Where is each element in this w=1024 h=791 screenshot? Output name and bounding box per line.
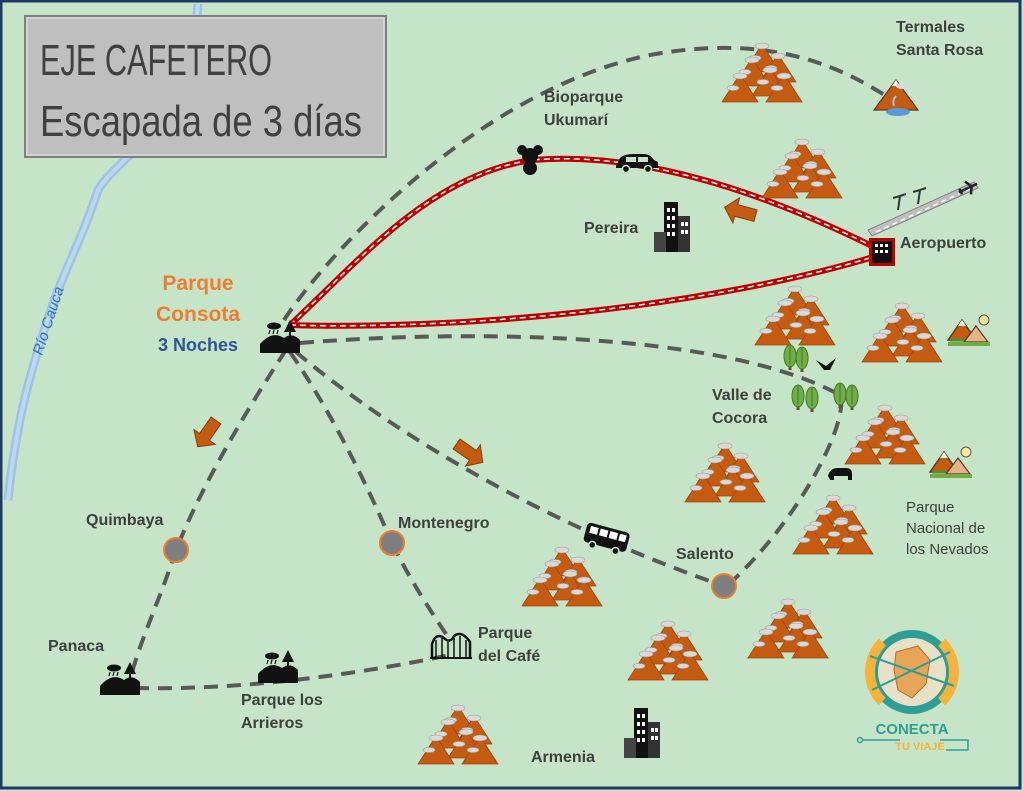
cafe-line1: Parque <box>478 625 532 642</box>
car-icon <box>616 154 658 174</box>
termales-line2: Santa Rosa <box>896 42 983 59</box>
route-consota-montenegro <box>288 350 394 544</box>
plane-icon <box>958 180 978 195</box>
bus-icon <box>583 522 630 556</box>
stop-quimbaya <box>163 537 189 563</box>
bear-icon <box>828 468 852 480</box>
valle-line1: Valle de <box>712 387 772 404</box>
route-consota-salento <box>299 334 844 587</box>
armenia-label: Armenia <box>531 749 595 766</box>
title-line1: EJE CAFETERO <box>40 36 272 85</box>
bioparque-line1: Bioparque <box>544 89 623 106</box>
stop-montenegro <box>379 530 405 556</box>
base-name-line1: Parque <box>162 272 233 295</box>
stop-markers <box>163 530 737 599</box>
title-line2: Escapada de 3 días <box>40 97 362 146</box>
arrow-icon <box>723 196 758 225</box>
route-consota-salento-lower <box>294 350 725 588</box>
bird-icon <box>816 358 836 370</box>
pereira-label: Pereira <box>584 220 638 237</box>
base-label: Parque Consota 3 Noches <box>156 272 240 355</box>
airport-terminal-icon <box>869 238 895 266</box>
nevados-line2: Nacional de <box>906 520 985 537</box>
base-name-line2: Consota <box>156 303 240 326</box>
koala-icon <box>517 145 543 175</box>
arrieros-line1: Parque los <box>241 692 323 709</box>
title-box: EJE CAFETERO Escapada de 3 días <box>24 15 387 158</box>
arrow-icon <box>193 416 222 448</box>
termales-line1: Termales <box>896 19 965 36</box>
arrieros-line2: Arrieros <box>241 715 303 732</box>
palm-icons <box>892 187 927 211</box>
quimbaya-label: Quimbaya <box>86 512 163 529</box>
roller-coaster-icon <box>430 632 472 659</box>
route-quimbaya-panaca <box>128 549 178 681</box>
logo-line2: TU VIAJE <box>895 741 945 753</box>
stop-salento <box>711 573 737 599</box>
panaca-label: Panaca <box>48 638 104 655</box>
base-nights: 3 Noches <box>158 335 238 355</box>
airport-runway <box>867 181 979 237</box>
montenegro-label: Montenegro <box>398 515 490 532</box>
route-consota-termales <box>282 45 888 322</box>
aeropuerto-label: Aeropuerto <box>900 235 986 252</box>
valle-line2: Cocora <box>712 410 767 427</box>
route-consota-quimbaya <box>174 348 288 551</box>
arrows <box>193 196 758 467</box>
logo-line1: CONECTA <box>875 721 948 738</box>
arrow-icon <box>452 438 484 467</box>
cafe-line2: del Café <box>478 648 540 665</box>
conecta-logo: CONECTA TU VIAJE <box>856 625 969 753</box>
nevados-line3: los Nevados <box>906 541 989 558</box>
bioparque-line2: Ukumarí <box>544 112 609 129</box>
hot-springs-icon <box>872 78 920 116</box>
nevados-line1: Parque <box>906 499 954 516</box>
salento-label: Salento <box>676 546 734 563</box>
